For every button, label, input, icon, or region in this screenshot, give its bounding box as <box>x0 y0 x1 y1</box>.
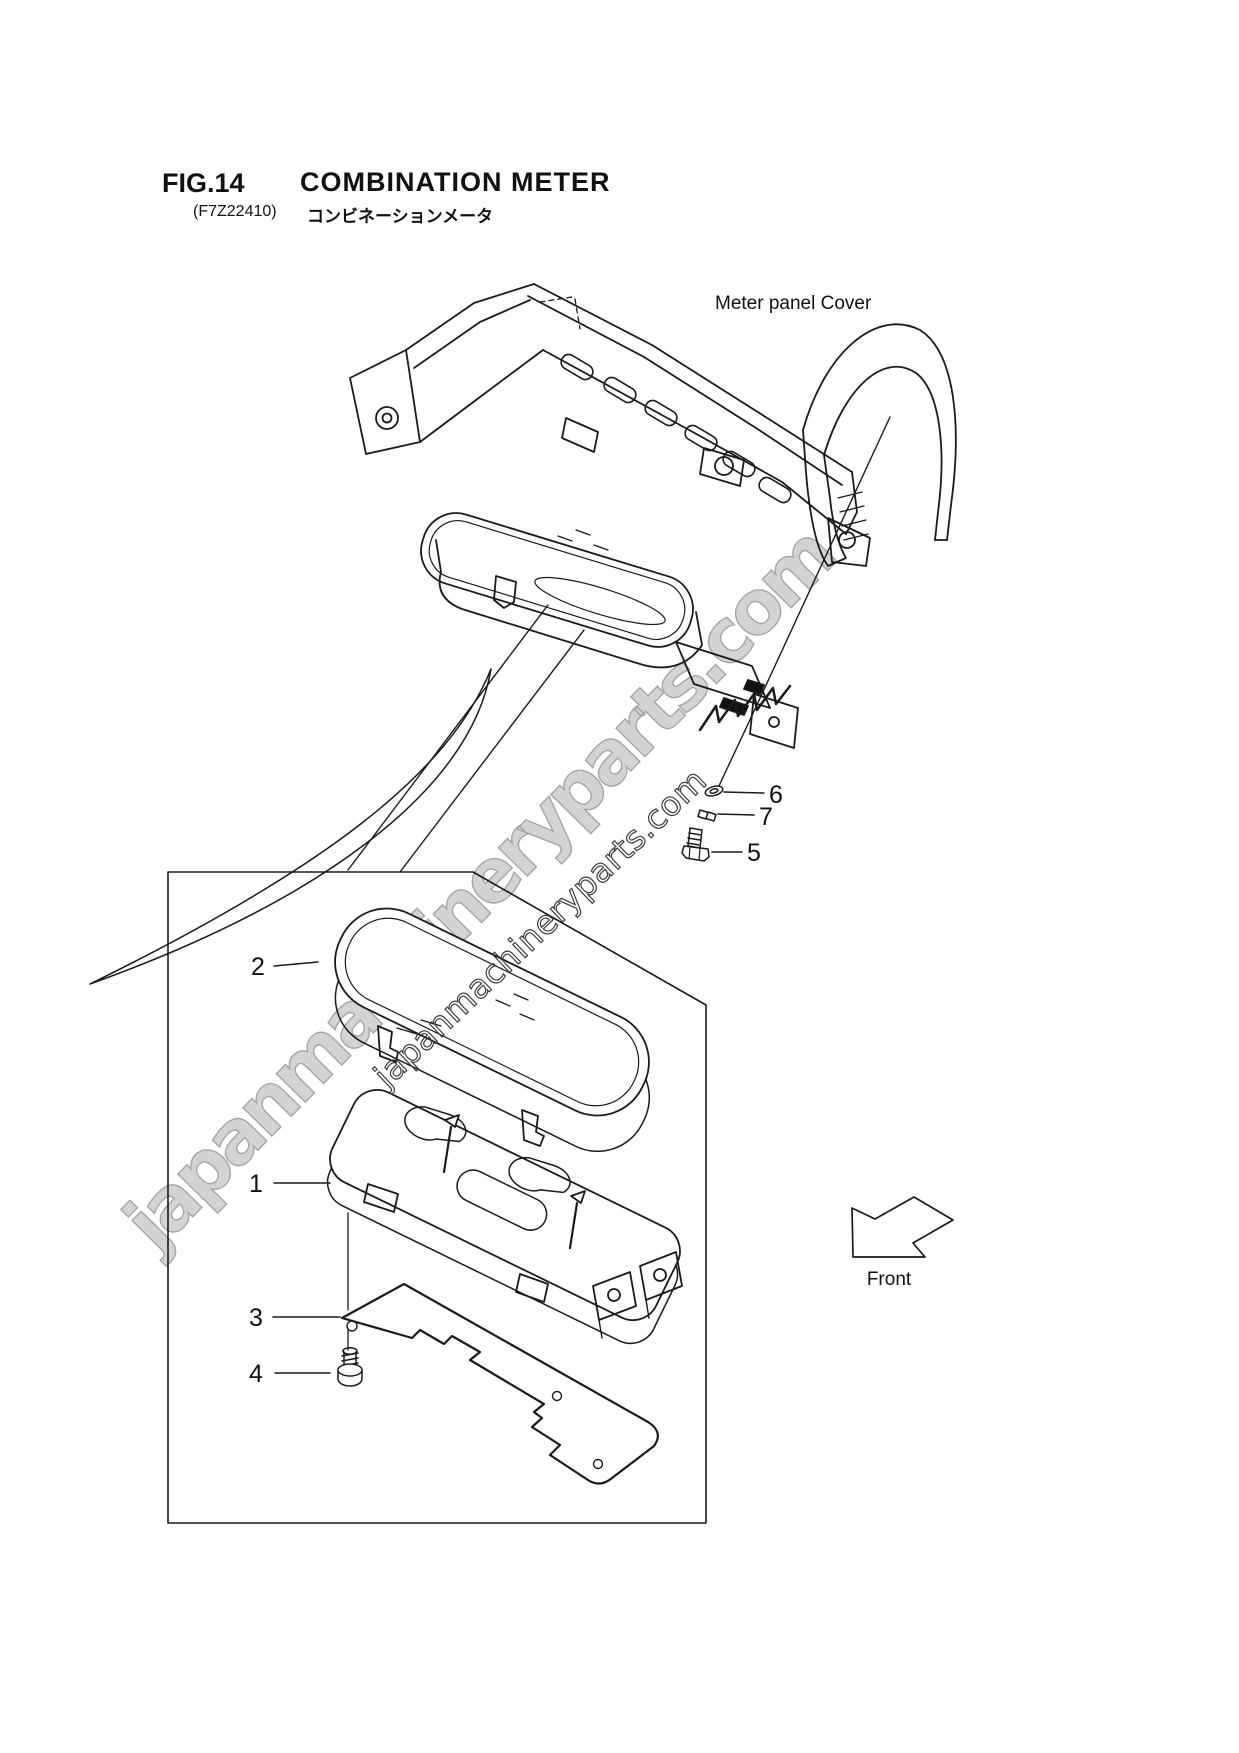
callout-leader-lines <box>272 791 765 1374</box>
front-arrow <box>851 1196 954 1258</box>
figure-title-japanese: コンビネーションメータ <box>307 207 493 226</box>
callout-5: 5 <box>747 839 761 867</box>
callout-6: 6 <box>769 781 783 809</box>
meter-panel-cover-drawing <box>349 283 858 535</box>
washer-6-drawing <box>704 785 724 797</box>
detail-swoosh <box>89 668 492 985</box>
callout-3: 3 <box>249 1304 263 1332</box>
leader-line-cover-to-washer <box>717 416 891 789</box>
meter-panel-cover-label: Meter panel Cover <box>715 293 872 314</box>
combination-meter-assembly-drawing <box>420 512 799 749</box>
bolt-5-drawing <box>681 827 710 862</box>
callout-7: 7 <box>759 803 773 831</box>
callout-1: 1 <box>249 1170 263 1198</box>
meter-housing-drawing <box>326 1089 683 1345</box>
arch-bracket-drawing <box>802 323 957 567</box>
cover-slots <box>560 353 792 504</box>
front-label: Front <box>867 1269 912 1290</box>
callout-4: 4 <box>249 1360 263 1388</box>
figure-code: (F7Z22410) <box>193 203 277 220</box>
callout-2: 2 <box>251 953 265 981</box>
detail-box <box>167 871 707 1524</box>
figure-title: COMBINATION METER <box>300 167 610 197</box>
projection-lines <box>347 604 585 873</box>
screw-4-drawing <box>337 1347 363 1387</box>
bracket-plate-drawing <box>340 1282 659 1485</box>
figure-number: FIG.14 <box>162 168 245 198</box>
meter-lens-drawing <box>334 907 651 1153</box>
clip-7-drawing <box>697 809 717 822</box>
